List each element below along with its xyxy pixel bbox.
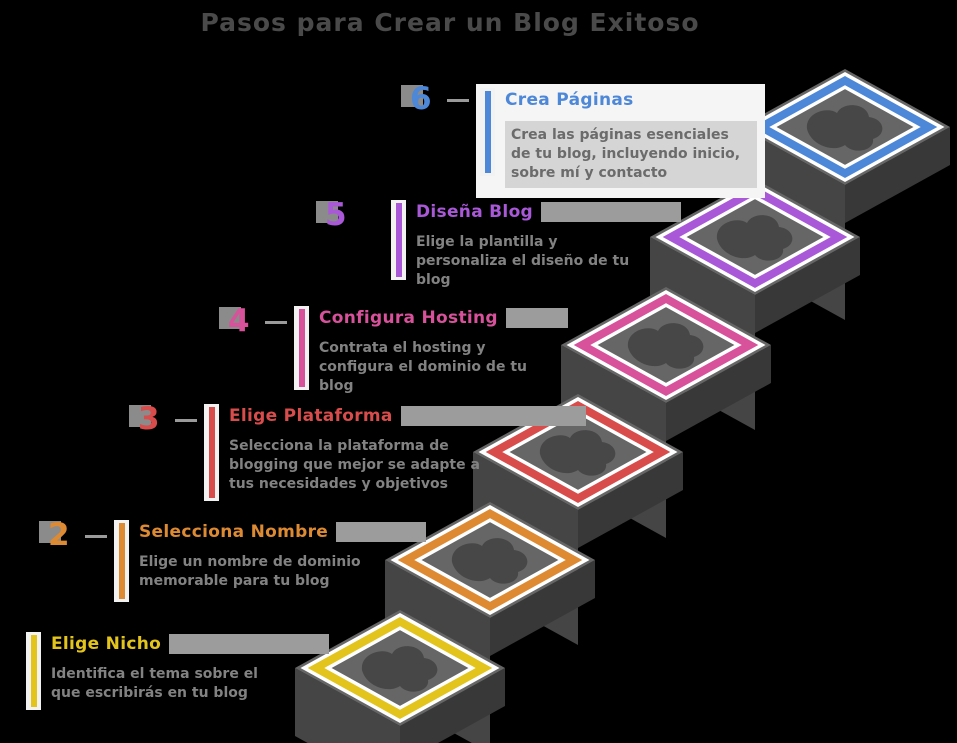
diamond-outline-color <box>397 509 583 611</box>
stair-left-face <box>295 668 400 743</box>
stair-right-face <box>845 127 950 223</box>
step-description: Selecciona la plataforma de blogging que… <box>229 438 480 492</box>
step-number-wrap: 4 <box>219 306 265 348</box>
step-label: Crea Páginas <box>505 90 634 110</box>
label-backdrop <box>400 406 586 426</box>
step-icon <box>806 105 883 151</box>
number-backdrop <box>129 405 151 427</box>
step-label: Configura Hosting <box>319 308 498 328</box>
step-block-5: 5 Diseña Blog Elige la plantilla y perso… <box>316 200 682 290</box>
connector-dash <box>447 99 469 102</box>
step-label: Elige Nicho <box>51 634 162 654</box>
step-icon <box>451 538 528 584</box>
step-text: Elige Plataforma Selecciona la plataform… <box>229 404 586 494</box>
step-icon <box>539 430 616 476</box>
connector-dash <box>265 321 287 324</box>
step-icon <box>361 646 438 692</box>
stair-right-face <box>400 668 505 743</box>
step-block-3: 3 Elige Plataforma Selecciona la platafo… <box>129 404 586 501</box>
label-backdrop <box>505 308 568 328</box>
stair-right-face <box>490 560 595 656</box>
connector-dash <box>175 419 197 422</box>
step-block-6: 6 Crea Páginas Crea las páginas esencial… <box>401 84 765 198</box>
step-text: Diseña Blog Elige la plantilla y persona… <box>416 200 682 290</box>
diamond-outline-color <box>573 294 759 396</box>
diamond-outline-color <box>307 617 493 719</box>
diamond-outline-color <box>662 186 848 288</box>
step-number: 2 <box>48 517 70 553</box>
step-accent-bar <box>204 404 219 501</box>
label-backdrop <box>541 202 682 222</box>
step-text: Crea Páginas Crea las páginas esenciales… <box>505 88 757 188</box>
step-label: Selecciona Nombre <box>139 522 329 542</box>
step-text: Configura Hosting Contrata el hosting y … <box>319 306 568 396</box>
number-backdrop <box>401 85 423 107</box>
step-accent-bar <box>391 200 406 280</box>
stair-right-face <box>666 345 771 441</box>
step-label: Elige Plataforma <box>229 406 393 426</box>
label-backdrop <box>336 522 427 542</box>
diamond-outline-color <box>485 401 671 503</box>
step-description: Elige la plantilla y personaliza el dise… <box>416 234 630 288</box>
step-number-wrap: 5 <box>316 200 362 242</box>
step-icon <box>716 215 793 261</box>
step-accent-bar <box>480 88 495 176</box>
step-number-wrap: 6 <box>401 84 447 126</box>
step-block-2: 2 Selecciona Nombre Elige un nombre de d… <box>39 520 427 602</box>
step-label: Diseña Blog <box>416 202 534 222</box>
number-backdrop <box>39 521 61 543</box>
label-backdrop <box>169 634 330 654</box>
step-accent-bar <box>26 632 41 710</box>
stair-right-face <box>755 237 860 333</box>
number-backdrop <box>219 307 241 329</box>
step-description: Crea las páginas esenciales de tu blog, … <box>505 121 757 188</box>
step-text: Selecciona Nombre Elige un nombre de dom… <box>139 520 427 591</box>
step-block-4: 4 Configura Hosting Contrata el hosting … <box>219 306 568 396</box>
step-accent-bar <box>294 306 309 390</box>
step-description: Identifica el tema sobre el que escribir… <box>51 666 258 701</box>
step-panel: Crea Páginas Crea las páginas esenciales… <box>476 84 765 198</box>
step-number-wrap: 3 <box>129 404 175 446</box>
stair-right-face <box>578 452 683 548</box>
page-title: Pasos para Crear un Blog Exitoso <box>200 8 700 37</box>
step-description: Contrata el hosting y configura el domin… <box>319 340 527 394</box>
step-block-1: 1 Elige Nicho Identifica el tema sobre e… <box>0 632 330 710</box>
connector-dash <box>85 535 107 538</box>
number-backdrop <box>316 201 338 223</box>
step-number: 3 <box>138 401 160 437</box>
step-number: 6 <box>410 81 432 117</box>
step-accent-bar <box>114 520 129 602</box>
step-text: Elige Nicho Identifica el tema sobre el … <box>51 632 330 703</box>
diamond-outline-color <box>752 76 938 178</box>
step-icon <box>627 323 704 369</box>
step-number: 5 <box>325 197 347 233</box>
step-number: 4 <box>228 303 250 339</box>
step-number-wrap: 2 <box>39 520 85 562</box>
step-description: Elige un nombre de dominio memorable par… <box>139 554 361 589</box>
